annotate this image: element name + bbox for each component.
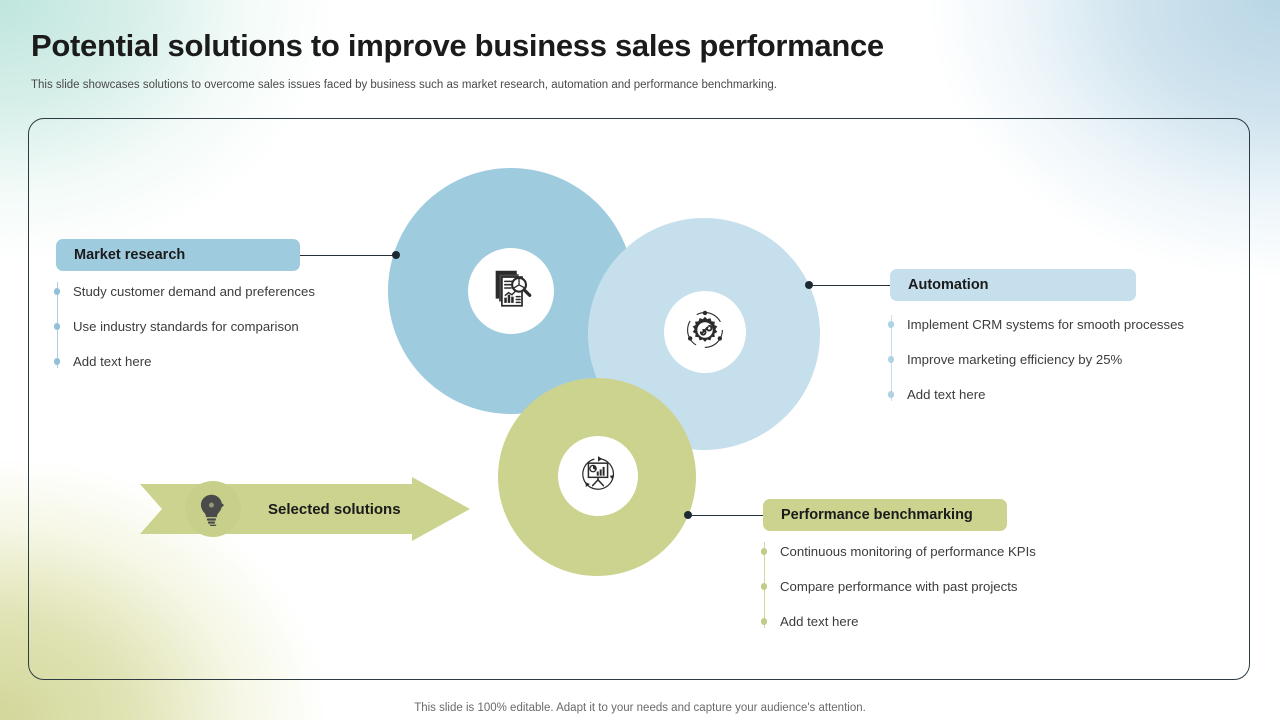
selected-solutions-label: Selected solutions	[268, 500, 401, 518]
bullet-dot-icon	[760, 618, 768, 625]
list-item: Add text here	[760, 604, 1036, 639]
list-item-label: Compare performance with past projects	[780, 579, 1018, 594]
list-item-label: Add text here	[907, 387, 986, 402]
list-item: Implement CRM systems for smooth process…	[887, 307, 1185, 342]
page-subtitle: This slide showcases solutions to overco…	[31, 79, 777, 91]
label-chip-market-research[interactable]: Market research	[56, 239, 300, 271]
bullet-dot-icon	[760, 548, 768, 555]
bullet-list-market-research: Study customer demand and preferences Us…	[53, 274, 315, 379]
bullet-dot-icon	[887, 391, 895, 398]
list-item-label: Add text here	[780, 614, 859, 629]
selected-solutions-icon-badge	[185, 481, 241, 537]
connector-line-automation	[808, 284, 892, 287]
label-chip-automation[interactable]: Automation	[890, 269, 1136, 301]
connector-line-market-research	[300, 254, 396, 257]
footer-note: This slide is 100% editable. Adapt it to…	[414, 702, 866, 714]
icon-disc-performance-benchmarking	[558, 436, 638, 516]
page-title: Potential solutions to improve business …	[31, 28, 884, 63]
list-item-label: Implement CRM systems for smooth process…	[907, 317, 1185, 332]
bullet-dot-icon	[53, 323, 61, 330]
list-item-label: Add text here	[73, 354, 152, 369]
connector-line-performance-benchmarking	[688, 514, 765, 517]
list-item-label: Improve marketing efficiency by 25%	[907, 352, 1123, 367]
bullet-dot-icon	[887, 356, 895, 363]
list-item: Continuous monitoring of performance KPI…	[760, 534, 1036, 569]
lightbulb-puzzle-icon	[196, 492, 230, 526]
list-item-label: Study customer demand and preferences	[73, 284, 315, 299]
content-frame	[28, 118, 1250, 680]
bullet-list-automation: Implement CRM systems for smooth process…	[887, 307, 1185, 412]
selected-solutions-banner[interactable]: Selected solutions	[140, 477, 470, 541]
list-item-label: Use industry standards for comparison	[73, 319, 299, 334]
label-chip-performance-benchmarking[interactable]: Performance benchmarking	[763, 499, 1007, 531]
list-item: Compare performance with past projects	[760, 569, 1036, 604]
list-item: Add text here	[887, 377, 1184, 412]
list-item: Use industry standards for comparison	[53, 309, 315, 344]
gear-wrench-orbit-icon	[683, 308, 727, 357]
bullet-dot-icon	[887, 321, 895, 328]
connector-dot-automation	[805, 281, 813, 289]
connector-dot-performance-benchmarking	[684, 511, 692, 519]
document-magnifier-chart-icon	[488, 266, 534, 317]
list-item: Study customer demand and preferences	[53, 274, 315, 309]
icon-disc-market-research	[468, 248, 554, 334]
bullet-dot-icon	[53, 358, 61, 365]
bullet-dot-icon	[760, 583, 768, 590]
list-item-label: Continuous monitoring of performance KPI…	[780, 544, 1036, 559]
icon-disc-automation	[664, 291, 746, 373]
list-item: Add text here	[53, 344, 315, 379]
presentation-board-chart-icon	[578, 454, 618, 499]
bullet-list-performance-benchmarking: Continuous monitoring of performance KPI…	[760, 534, 1036, 639]
connector-dot-market-research	[392, 251, 400, 259]
list-item: Improve marketing efficiency by 25%	[887, 342, 1184, 377]
bullet-dot-icon	[53, 288, 61, 295]
